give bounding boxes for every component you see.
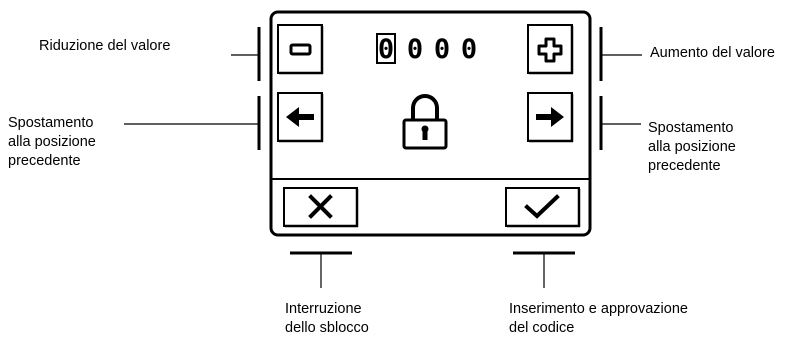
label-line: Inserimento e approvazione xyxy=(509,301,688,317)
label-line: Aumento del valore xyxy=(650,45,775,61)
code-display: 0 0 0 0 xyxy=(376,33,477,65)
label-line: precedente xyxy=(648,158,721,174)
plus-icon xyxy=(537,37,563,63)
label-decrease-value: Riduzione del valore xyxy=(39,37,170,56)
label-line: Interruzione xyxy=(285,301,362,317)
code-digit: 0 xyxy=(434,34,450,65)
arrow-right-icon xyxy=(536,107,564,127)
label-line: Spostamento xyxy=(8,115,94,131)
minus-icon xyxy=(289,43,312,56)
label-confirm-code: Inserimento e approvazione del codice xyxy=(509,300,688,338)
label-line: del codice xyxy=(509,320,575,336)
code-digit: 0 xyxy=(407,34,423,65)
label-increase-value: Aumento del valore xyxy=(650,44,775,63)
label-line: Riduzione del valore xyxy=(39,38,171,54)
label-line: dello sblocco xyxy=(285,320,369,336)
arrow-left-icon xyxy=(286,107,314,127)
label-line: precedente xyxy=(8,153,81,169)
left-arrow-button[interactable] xyxy=(277,92,324,143)
label-move-previous-left: Spostamento alla posizione precedente xyxy=(8,114,96,171)
cancel-button[interactable] xyxy=(283,187,359,228)
x-icon xyxy=(308,194,333,219)
confirm-button[interactable] xyxy=(505,187,581,228)
padlock-icon xyxy=(402,94,448,150)
label-line: Spostamento xyxy=(648,120,734,136)
label-line: alla posizione xyxy=(8,134,96,150)
code-digit: 0 xyxy=(461,34,477,65)
label-move-previous-right: Spostamento alla posizione precedente xyxy=(648,119,736,176)
digit-cursor xyxy=(376,33,396,64)
right-arrow-button[interactable] xyxy=(527,92,574,143)
checkmark-icon xyxy=(524,194,560,219)
minus-button[interactable] xyxy=(277,24,324,75)
code-digit: 0 xyxy=(378,34,394,65)
plus-button[interactable] xyxy=(527,24,574,75)
label-cancel-unlock: Interruzione dello sblocco xyxy=(285,300,369,338)
label-line: alla posizione xyxy=(648,139,736,155)
